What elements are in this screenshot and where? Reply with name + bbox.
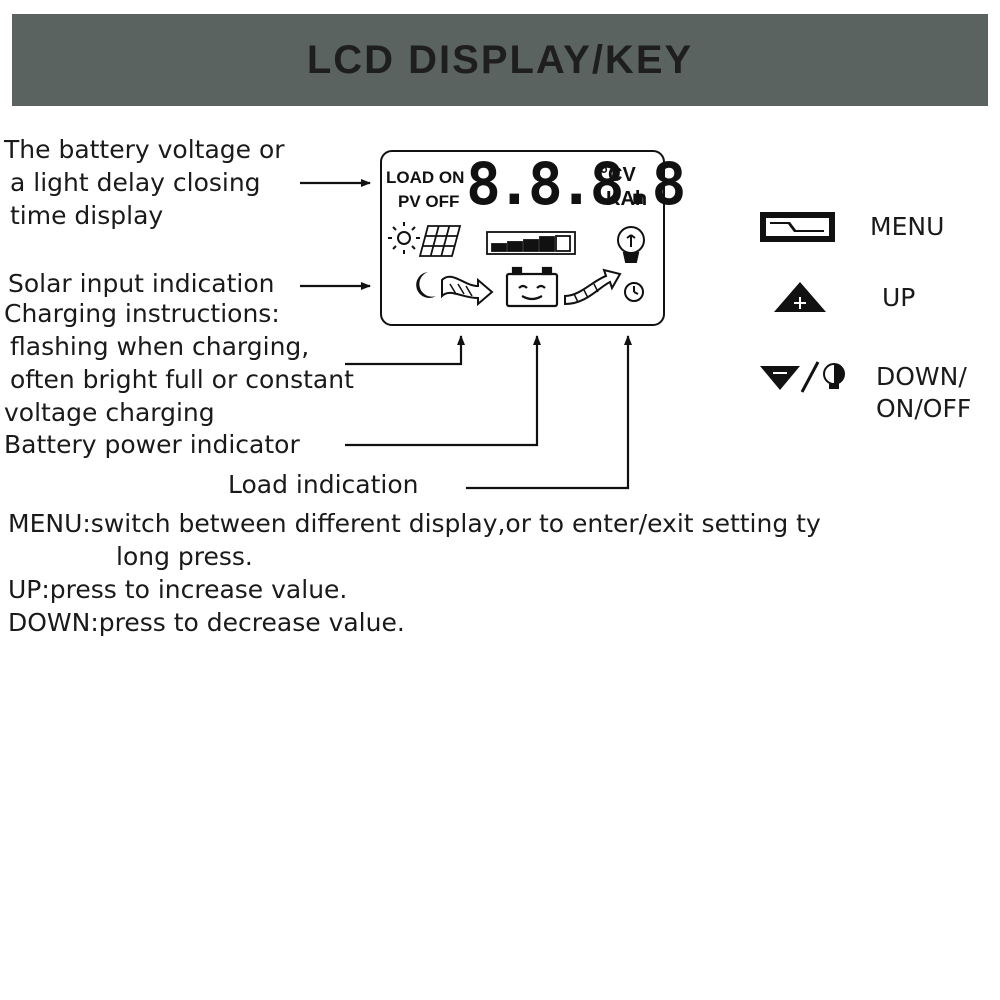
callout-load: Load indication <box>228 470 419 499</box>
callout-battery-voltage-line-3: time display <box>10 201 164 230</box>
light-bulb-icon <box>617 226 645 263</box>
lcd-load-on-label: LOAD ON <box>386 168 465 187</box>
sun-icon <box>388 222 420 254</box>
callout-solar-input: Solar input indication <box>8 269 275 298</box>
battery-smiley-icon <box>505 266 559 308</box>
up-key-icon <box>774 282 826 312</box>
callout-charging-line-1: Charging instructions: <box>4 299 280 328</box>
callout-charging-line-4: voltage charging <box>4 398 215 427</box>
callout-arrows <box>300 179 632 490</box>
description-menu-line-1: MENU:switch between different display,or… <box>8 509 821 538</box>
clock-icon <box>624 282 644 302</box>
lcd-panel <box>380 150 665 326</box>
key-down-label-line-2: ON/OFF <box>876 394 972 423</box>
solar-panel-icon <box>418 225 462 257</box>
page-title: LCD DISPLAY/KEY <box>306 37 694 82</box>
callout-battery-voltage-line-1: The battery voltage or <box>4 135 285 164</box>
lcd-seven-segment-digits: 8.8.8.8 <box>466 150 686 218</box>
description-down: DOWN:press to decrease value. <box>8 608 405 637</box>
arrow-load <box>466 335 632 490</box>
callout-charging-line-2: flashing when charging, <box>10 332 310 361</box>
callout-battery-power: Battery power indicator <box>4 430 300 459</box>
load-flow-arrow-icon <box>564 268 622 306</box>
charging-flow-arrow-icon <box>441 275 494 307</box>
arrow-battery-power <box>345 335 541 447</box>
key-down-label-line-1: DOWN/ <box>876 362 967 391</box>
key-menu-label: MENU <box>870 212 945 241</box>
moon-icon <box>416 272 436 298</box>
menu-key-icon <box>760 212 835 242</box>
callout-charging-line-3: often bright full or constant <box>10 365 354 394</box>
down-power-key-icon <box>760 361 845 393</box>
lcd-unit-top: °CV <box>600 164 636 186</box>
key-up-label: UP <box>882 283 916 312</box>
description-menu-line-2: long press. <box>116 542 253 571</box>
header-bar: LCD DISPLAY/KEY <box>12 14 988 106</box>
description-up: UP:press to increase value. <box>8 575 348 604</box>
arrow-charging <box>345 335 465 366</box>
battery-level-icon <box>486 231 576 255</box>
lcd-pv-off-label: PV OFF <box>398 192 460 211</box>
callout-battery-voltage-line-2: a light delay closing <box>10 168 261 197</box>
lcd-unit-bottom: KAh <box>606 188 648 210</box>
